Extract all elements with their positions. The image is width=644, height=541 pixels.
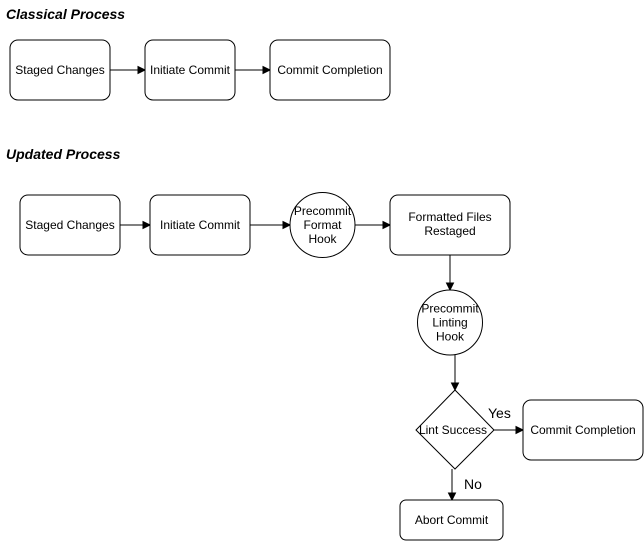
node-label-line: Initiate Commit xyxy=(160,218,241,232)
node-label: Initiate Commit xyxy=(160,218,241,232)
abort-commit-node[interactable]: Abort Commit xyxy=(399,499,504,541)
node-label-line: Linting xyxy=(432,316,467,330)
lint-success-decision-node[interactable]: Lint Success xyxy=(415,389,495,470)
updated-staged-changes-node[interactable]: Staged Changes xyxy=(19,194,121,256)
node-label-line: Staged Changes xyxy=(15,63,104,77)
classical-commit-completion-node[interactable]: Commit Completion xyxy=(269,39,391,101)
arrowhead xyxy=(262,65,272,75)
arrowhead xyxy=(447,492,457,502)
node-label: Initiate Commit xyxy=(150,63,231,77)
yes-label: Yes xyxy=(488,405,511,421)
node-label-line: Formatted Files xyxy=(408,210,491,224)
node-label-line: Initiate Commit xyxy=(150,63,231,77)
node-label-line: Format xyxy=(303,218,342,232)
node-label-line: Precommit xyxy=(294,204,352,218)
node-label: Lint Success xyxy=(419,423,487,437)
node-label: Commit Completion xyxy=(277,63,382,77)
node-label-line: Abort Commit xyxy=(415,513,489,527)
node-label-line: Commit Completion xyxy=(277,63,382,77)
node-label-line: Restaged xyxy=(424,224,475,238)
node-label-line: Hook xyxy=(436,330,465,344)
node-label-line: Precommit xyxy=(421,302,479,316)
arrowhead xyxy=(445,282,455,292)
node-label-line: Staged Changes xyxy=(25,218,114,232)
node-label: Abort Commit xyxy=(415,513,489,527)
updated-initiate-commit-node[interactable]: Initiate Commit xyxy=(149,194,251,256)
arrowhead xyxy=(382,220,392,230)
node-label: Commit Completion xyxy=(530,423,635,437)
updated-process-heading: Updated Process xyxy=(6,146,121,162)
classical-staged-changes-node[interactable]: Staged Changes xyxy=(9,39,111,101)
classical-initiate-commit-node[interactable]: Initiate Commit xyxy=(144,39,236,101)
updated-commit-completion-node[interactable]: Commit Completion xyxy=(522,399,644,461)
node-label: Staged Changes xyxy=(25,218,114,232)
arrowhead xyxy=(515,425,525,435)
node-label: Staged Changes xyxy=(15,63,104,77)
no-label: No xyxy=(464,476,482,492)
node-label-line: Commit Completion xyxy=(530,423,635,437)
arrowhead xyxy=(282,220,292,230)
node-label-line: Lint Success xyxy=(419,423,487,437)
classical-process-heading: Classical Process xyxy=(6,6,125,22)
arrowhead xyxy=(142,220,152,230)
arrowhead xyxy=(137,65,147,75)
arrowhead xyxy=(450,382,460,392)
node-label-line: Hook xyxy=(308,232,337,246)
